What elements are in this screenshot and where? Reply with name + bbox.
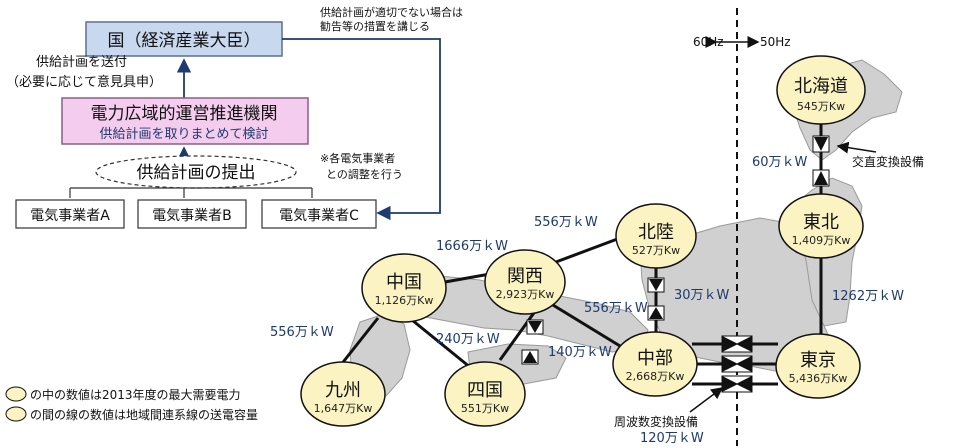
legend-line-text: の間の線の数値は地域間連系線の送電容量: [30, 407, 258, 422]
cap-chugoku-shikoku: 240万ｋW: [436, 332, 500, 347]
region-name: 東京: [800, 350, 836, 371]
cap-chugoku-kansai: 1666万ｋW: [436, 239, 508, 254]
region-name: 北陸: [638, 222, 674, 243]
region-value: 1,647万Kw: [314, 402, 373, 415]
region-value: 2,668万Kw: [626, 370, 685, 383]
cap-kansai-hokuriku: 556万ｋW: [534, 215, 598, 230]
region-name: 九州: [325, 380, 361, 401]
legend-line-swatch: [5, 406, 27, 422]
legend-node-text: の中の数値は2013年度の最大需要電力: [30, 387, 241, 402]
operator-c-label: 電気事業者C: [279, 208, 359, 224]
cap-chugoku-kyushu: 556万ｋW: [270, 325, 334, 340]
cap-kansai-chubu: 556万ｋW: [584, 301, 648, 316]
dc-converter-label: 交直変換設備: [852, 154, 924, 169]
line-chugoku-shikoku: [411, 318, 477, 374]
cap-hokuriku-chubu: 30万ｋW: [674, 288, 730, 303]
dc-converter-arrow: [836, 141, 877, 154]
region-name: 北海道: [794, 76, 848, 97]
region-hokuriku: 北陸 527万Kw: [615, 203, 697, 269]
occto-box-sub: 供給計画を取りまとめて検討: [99, 126, 268, 142]
operator-b-label: 電気事業者B: [152, 208, 232, 224]
region-value: 551万Kw: [461, 402, 509, 415]
submit-ellipse-label: 供給計画の提出: [137, 163, 256, 183]
region-tokyo: 東京 5,436万Kw: [775, 333, 861, 399]
recommend-note-line1: 供給計画が適切でない場合は: [320, 5, 463, 19]
operator-c-box: [261, 199, 377, 229]
region-kyushu: 九州 1,647万Kw: [300, 361, 386, 427]
recommend-arrow: [282, 38, 441, 221]
region-name: 四国: [467, 380, 503, 401]
line-kansai-hokuriku: [555, 236, 621, 264]
coordinate-note-line1: ※各電気事業者: [320, 151, 395, 165]
country-box-label: 国（経済産業大臣）: [108, 31, 261, 51]
region-name: 関西: [507, 266, 543, 287]
cap-kansai-shikoku: 140万ｋW: [548, 345, 612, 360]
operator-a-box: [15, 199, 125, 229]
region-chugoku: 中国 1,126万Kw: [361, 253, 447, 323]
region-value: 5,436万Kw: [789, 372, 848, 385]
occto-box: [61, 97, 309, 145]
occto-box-title: 電力広域的運営推進機関: [91, 104, 278, 124]
submit-ellipse: [95, 155, 297, 189]
region-tohoku: 東北 1,409万Kw: [778, 193, 864, 259]
region-value: 2,923万Kw: [496, 288, 555, 301]
freq-right-label: 50Hz: [760, 35, 791, 49]
line-chugoku-kansai: [444, 272, 491, 284]
country-box: [85, 21, 283, 57]
recommend-note-line2: 勧告等の措置を講じる: [320, 19, 430, 33]
operator-a-label: 電気事業者A: [30, 208, 110, 224]
coordinate-note-line2: との調整を行う: [326, 167, 403, 181]
line-kansai-chubu: [547, 300, 621, 348]
region-chubu: 中部 2,668万Kw: [612, 331, 698, 397]
region-value: 1,126万Kw: [375, 294, 434, 307]
dc-converter-hokkaido: [812, 135, 830, 187]
freq-converter-arrow: [689, 387, 724, 413]
region-name: 東北: [803, 212, 839, 233]
cap-hokkaido-tohoku: 60万ｋW: [752, 155, 808, 170]
region-hokkaido: 北海道 545万Kw: [776, 55, 866, 125]
freq-converter-group: [721, 335, 753, 393]
operator-b-box: [137, 199, 247, 229]
cap-tohoku-tokyo: 1262万ｋW: [832, 289, 904, 304]
operator-connectors: [69, 187, 313, 198]
dc-converter-hokuriku: [647, 277, 665, 321]
send-note-line2: （必要に応じて意見具申）: [6, 74, 162, 90]
region-name: 中国: [386, 272, 422, 293]
region-shikoku: 四国 551万Kw: [444, 361, 526, 427]
line-chugoku-kyushu: [338, 317, 380, 367]
region-value: 545万Kw: [797, 100, 845, 113]
dc-converter-shikoku: [521, 319, 544, 365]
line-kansai-shikoku: [498, 309, 538, 361]
region-kansai: 関西 2,923万Kw: [484, 249, 566, 315]
send-note-line1: 供給計画を送付: [36, 54, 127, 70]
region-value: 1,409万Kw: [792, 234, 851, 247]
region-name: 中部: [637, 348, 673, 369]
legend-node-swatch: [5, 386, 27, 402]
freq-converter-label: 周波数変換設備: [614, 414, 698, 429]
cap-chubu-tokyo: 120万ｋW: [640, 431, 704, 446]
region-value: 527万Kw: [632, 244, 680, 257]
